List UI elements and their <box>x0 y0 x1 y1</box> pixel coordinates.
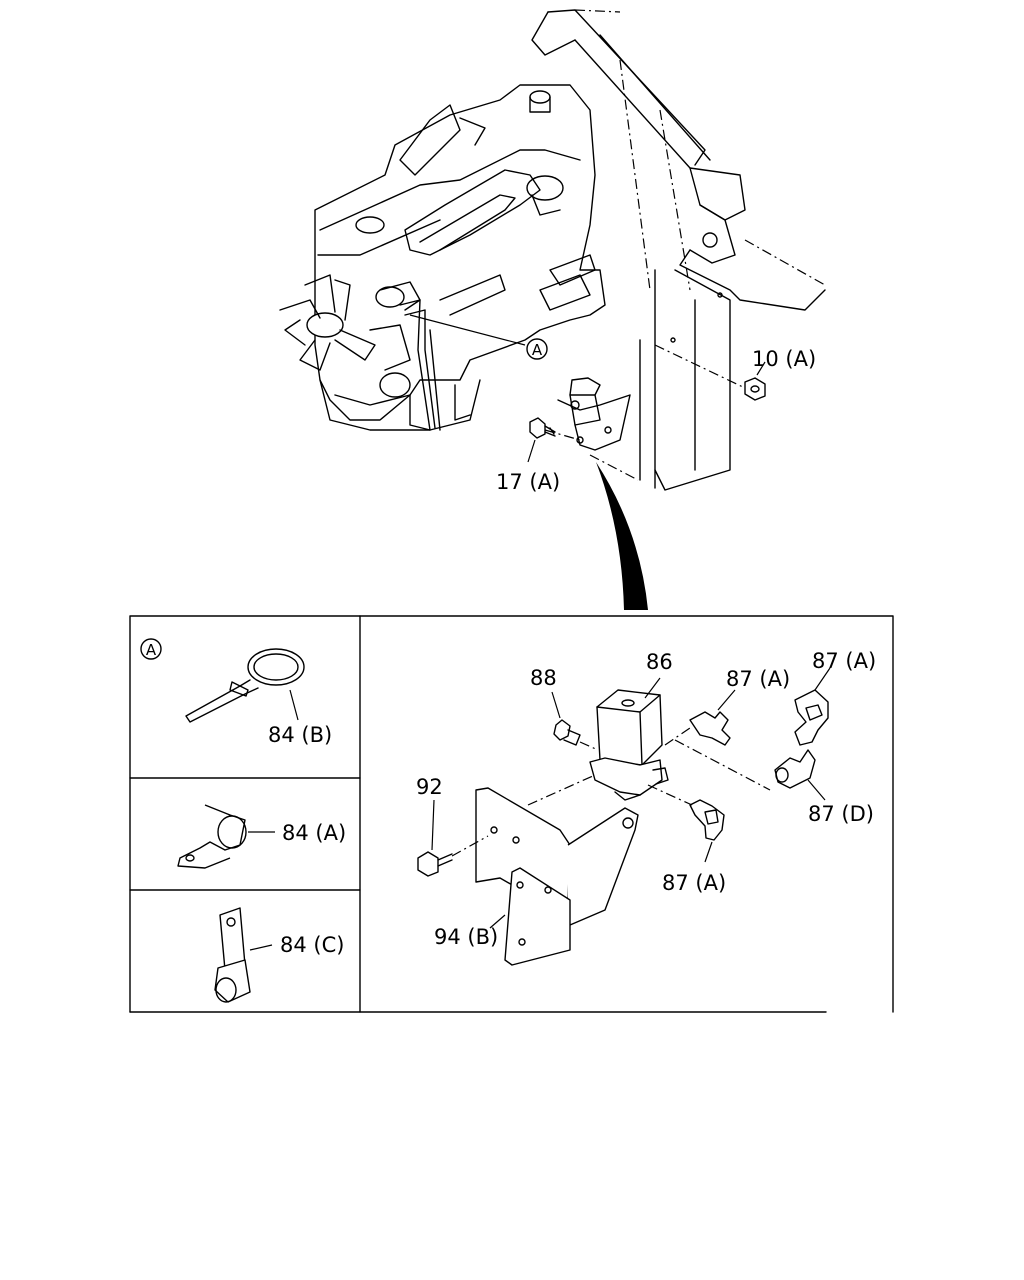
callout-84b: 84 (B) <box>268 723 332 747</box>
callout-88: 88 <box>530 666 557 690</box>
detail-panel-marker: A <box>140 638 162 660</box>
clamp-84c: 84 (C) <box>214 907 344 1003</box>
elbow-87a-upper: 87 (A) <box>664 667 790 746</box>
callout-87d: 87 (D) <box>808 802 874 826</box>
cable-tie-84b: 84 (B) <box>185 648 332 747</box>
bolt-92: 92 <box>416 775 489 877</box>
callout-92: 92 <box>416 775 443 799</box>
callout-10a: 10 (A) <box>752 347 816 371</box>
callout-87a-2: 87 (A) <box>812 649 876 673</box>
callout-84c: 84 (C) <box>280 933 344 957</box>
callout-87a-1: 87 (A) <box>726 667 790 691</box>
callout-94b: 94 (B) <box>434 925 498 949</box>
elbow-87d: 87 (D) <box>674 739 874 826</box>
detail-frame <box>129 615 894 1013</box>
engine-block <box>279 84 606 431</box>
bracket-94b: 94 (B) <box>434 774 639 966</box>
p-clamp-84a: 84 (A) <box>177 804 346 869</box>
fitting-88: 88 <box>530 666 599 751</box>
detail-marker-label: A <box>532 341 543 359</box>
zoom-pointer <box>596 462 648 610</box>
solenoid-valve-86: 86 <box>589 650 673 801</box>
detail-panel-marker-label: A <box>146 641 157 659</box>
elbow-87a-lower: 87 (A) <box>647 784 726 895</box>
nut-10a: 10 (A) <box>744 347 816 401</box>
callout-87a-3: 87 (A) <box>662 871 726 895</box>
bolt-17a: 17 (A) <box>496 417 560 494</box>
elbow-87a-right: 87 (A) <box>794 649 876 746</box>
frame-rail <box>531 9 826 491</box>
detail-marker-a: A <box>526 338 548 360</box>
callout-86: 86 <box>646 650 673 674</box>
callout-17a: 17 (A) <box>496 470 560 494</box>
callout-84a: 84 (A) <box>282 821 346 845</box>
valve-bracket-small <box>544 344 746 481</box>
